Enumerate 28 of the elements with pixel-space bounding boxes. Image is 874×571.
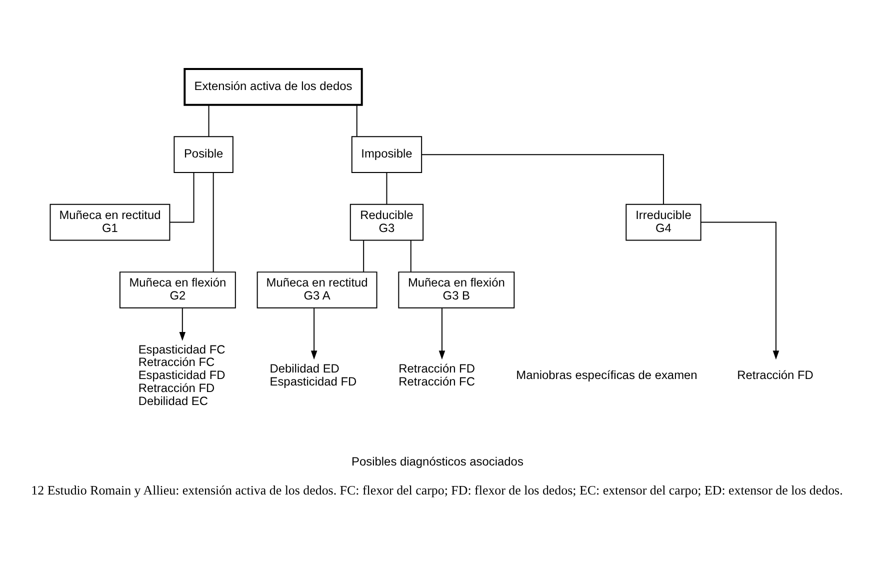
arrow [179, 308, 186, 341]
connector [356, 104, 358, 137]
connector [363, 240, 364, 272]
node-box: Muñeca en flexión G2 [119, 272, 236, 308]
arrow [700, 222, 780, 360]
node-box: Imposible [351, 136, 422, 173]
node-box: Extensión activa de los dedos [184, 68, 363, 106]
connector [410, 240, 412, 272]
caption: 12 Estudio Romain y Allieu: extensión activa de los dedos. FC: flexor del carpo; FD: flexor de los dedos; EC: extensor del carpo; ED: extensor de los dedos. [31, 482, 843, 498]
label: Maniobras específicas de examen [516, 368, 698, 382]
node-box: Posible [174, 136, 234, 173]
node-box: Muñeca en rectitud G3 A [256, 272, 378, 308]
arrow [438, 308, 446, 360]
node-box: Irreducible G4 [626, 204, 702, 241]
node-box: Muñeca en flexión G3 B [398, 272, 515, 308]
node-text: Debilidad ED Espasticidad FD [270, 362, 357, 389]
node-text: Retracción FD Retracción FC [398, 362, 475, 389]
node-box: Muñeca en rectitud G1 [50, 204, 170, 241]
node-box: Reducible G3 [350, 204, 424, 241]
label: Posibles diagnósticos asociados [352, 454, 524, 468]
connector [169, 172, 194, 223]
node-text: Retracción FD [737, 368, 814, 382]
connector [212, 172, 214, 272]
connector [208, 104, 210, 137]
connector [386, 172, 388, 205]
arrow [310, 308, 318, 360]
node-text: Espasticidad FC Retracción FC Espasticidad FD Retracción FD Debilidad EC [138, 342, 226, 408]
connector [421, 154, 664, 205]
